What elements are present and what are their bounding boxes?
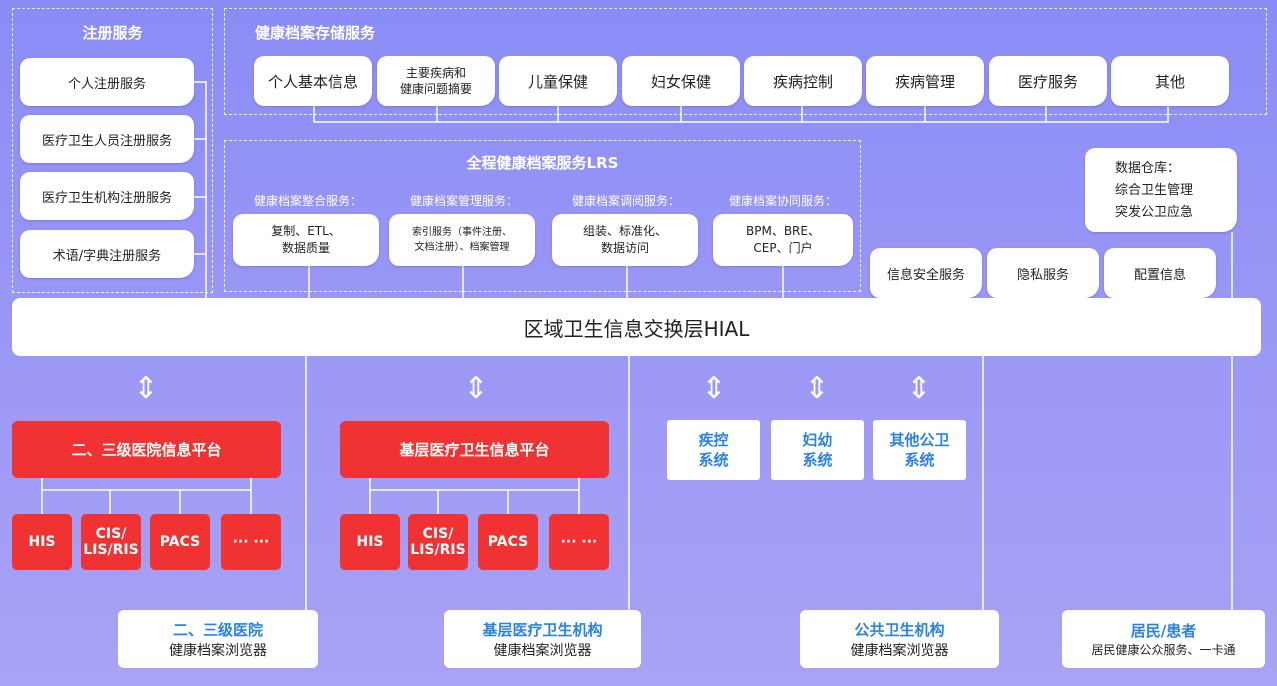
browser-hospital[interactable]: 二、三级医院 健康档案浏览器: [118, 610, 318, 668]
connector: [313, 104, 1169, 123]
browser-public-health[interactable]: 公共卫生机构 健康档案浏览器: [800, 610, 999, 668]
primary-system-pacs[interactable]: PACS: [478, 514, 538, 570]
bidirectional-arrow-icon: ⇕: [906, 371, 932, 406]
registration-title: 注册服务: [82, 24, 143, 42]
service-privacy[interactable]: 隐私服务: [987, 248, 1099, 298]
storage-item-medical-service[interactable]: 医疗服务: [989, 56, 1107, 106]
browser-hospital-subtitle: 健康档案浏览器: [169, 642, 267, 659]
service-configuration[interactable]: 配置信息: [1104, 248, 1216, 298]
storage-item-child-care[interactable]: 儿童保健: [499, 56, 617, 106]
bidirectional-arrow-icon: ⇕: [701, 371, 727, 406]
browser-primary-care[interactable]: 基层医疗卫生机构 健康档案浏览器: [444, 610, 641, 668]
hospital-system-cis-lis-ris[interactable]: CIS/ LIS/RIS: [81, 514, 141, 570]
lrs-title: 全程健康档案服务LRS: [466, 154, 619, 172]
connector: [305, 356, 984, 612]
browser-hospital-title: 二、三级医院: [172, 620, 263, 639]
registration-item-institution[interactable]: 医疗卫生机构注册服务: [20, 172, 194, 220]
connector: [194, 81, 207, 298]
bidirectional-arrow-icon: ⇕: [133, 371, 159, 406]
lrs-label-retrieval: 健康档案调阅服务：: [571, 194, 680, 208]
browser-resident[interactable]: 居民/患者 居民健康公众服务、一卡通: [1062, 610, 1265, 668]
lrs-label-management: 健康档案管理服务：: [409, 194, 518, 208]
hospital-system-more[interactable]: ··· ···: [221, 514, 281, 570]
browser-public-health-title: 公共卫生机构: [854, 620, 945, 639]
lrs-label-integration: 健康档案整合服务：: [253, 194, 362, 208]
primary-system-his[interactable]: HIS: [340, 514, 400, 570]
browser-public-health-subtitle: 健康档案浏览器: [850, 642, 949, 659]
browser-resident-subtitle: 居民健康公众服务、一卡通: [1091, 643, 1236, 657]
storage-item-other[interactable]: 其他: [1111, 56, 1229, 106]
hial-exchange-layer[interactable]: 区域卫生信息交换层HIAL: [12, 298, 1261, 356]
browser-resident-title: 居民/患者: [1130, 622, 1197, 640]
connector: [41, 478, 252, 514]
browser-primary-care-title: 基层医疗卫生机构: [482, 620, 603, 639]
storage-item-basic-info[interactable]: 个人基本信息: [254, 56, 372, 106]
hospital-system-his[interactable]: HIS: [12, 514, 72, 570]
primary-care-platform[interactable]: 基层医疗卫生信息平台: [340, 421, 609, 478]
hospital-system-pacs[interactable]: PACS: [150, 514, 210, 570]
registration-section: [12, 8, 213, 293]
lrs-box-collaboration[interactable]: BPM、BRE、 CEP、门户: [713, 214, 853, 266]
lrs-box-retrieval[interactable]: 组装、标准化、 数据访问: [552, 214, 698, 266]
primary-system-more[interactable]: ··· ···: [549, 514, 609, 570]
connector: [436, 104, 1047, 122]
hospital-platform[interactable]: 二、三级医院信息平台: [12, 421, 281, 478]
bidirectional-arrow-icon: ⇕: [804, 371, 830, 406]
registration-item-personal[interactable]: 个人注册服务: [20, 58, 194, 106]
storage-item-disease-management[interactable]: 疾病管理: [866, 56, 984, 106]
primary-system-cis-lis-ris[interactable]: CIS/ LIS/RIS: [408, 514, 468, 570]
lrs-box-integration[interactable]: 复制、ETL、 数据质量: [233, 214, 379, 266]
storage-section: [224, 8, 1267, 115]
bidirectional-arrow-icon: ⇕: [463, 371, 489, 406]
lrs-box-management[interactable]: 索引服务（事件注册、 文档注册）、档案管理: [389, 214, 535, 266]
public-health-cdc-system[interactable]: 疾控 系统: [667, 420, 760, 480]
data-warehouse-box[interactable]: 数据仓库： 综合卫生管理 突发公卫应急: [1085, 148, 1237, 232]
connector: [369, 478, 580, 514]
registration-item-terminology[interactable]: 术语/字典注册服务: [20, 230, 194, 278]
lrs-label-collaboration: 健康档案协同服务：: [728, 194, 837, 208]
storage-item-disease-summary[interactable]: 主要疾病和 健康问题摘要: [377, 56, 495, 106]
public-health-maternal-child-system[interactable]: 妇幼 系统: [771, 420, 864, 480]
storage-item-disease-control[interactable]: 疾病控制: [744, 56, 862, 106]
browser-primary-care-subtitle: 健康档案浏览器: [493, 642, 592, 659]
storage-item-women-care[interactable]: 妇女保健: [622, 56, 740, 106]
storage-title: 健康档案存储服务: [255, 24, 376, 42]
public-health-other-system[interactable]: 其他公卫 系统: [873, 420, 966, 480]
connector: [308, 266, 784, 298]
service-info-security[interactable]: 信息安全服务: [870, 248, 982, 298]
registration-item-staff[interactable]: 医疗卫生人员注册服务: [20, 115, 194, 163]
lrs-section: [224, 140, 861, 292]
